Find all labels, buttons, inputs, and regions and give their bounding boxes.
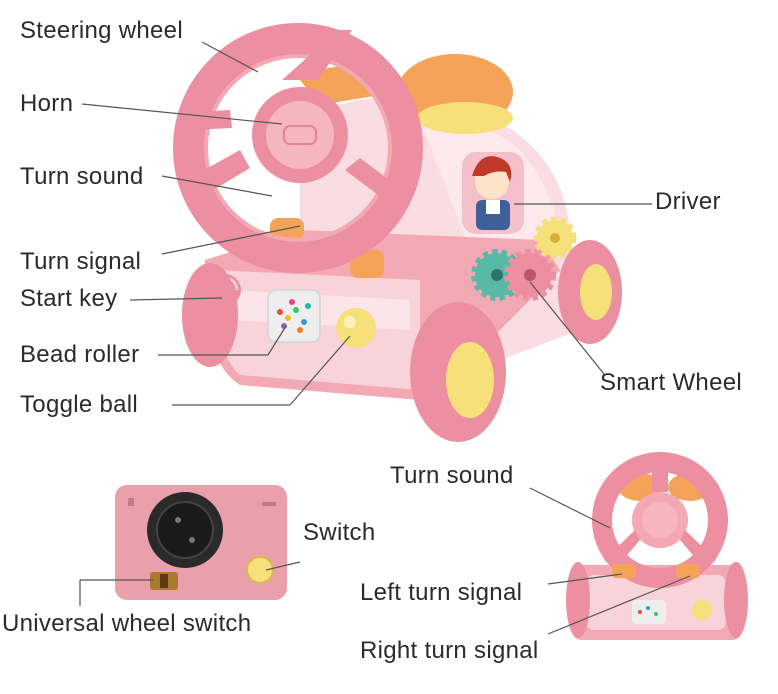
car-wheels [182, 240, 622, 442]
label-smart-wheel: Smart Wheel [600, 369, 743, 396]
label-turn-sound-rear: Turn sound [390, 462, 514, 489]
label-toggle-ball: Toggle ball [20, 391, 139, 418]
label-universal-wheel-switch: Universal wheel switch [2, 610, 252, 637]
toy-car-main [173, 23, 622, 442]
label-driver: Driver [655, 188, 721, 215]
toggle-ball [336, 308, 376, 348]
power-switch [246, 556, 274, 584]
steering-wheel [173, 23, 423, 273]
label-turn-signal: Turn signal [20, 248, 142, 275]
label-left-turn-signal: Left turn signal [360, 579, 523, 606]
leader-lines [79, 41, 691, 635]
label-turn-sound: Turn sound [20, 163, 144, 190]
bead-roller [267, 289, 321, 343]
label-switch: Switch [303, 519, 376, 546]
label-bead-roller: Bead roller [20, 341, 140, 368]
rear-view-detail [566, 452, 748, 640]
label-right-turn-signal: Right turn signal [360, 637, 539, 664]
switch-detail-panel [115, 485, 287, 600]
smart-wheel-gears [471, 216, 577, 301]
label-steering-wheel: Steering wheel [20, 17, 183, 44]
label-horn: Horn [20, 90, 74, 117]
label-start-key: Start key [20, 285, 118, 312]
